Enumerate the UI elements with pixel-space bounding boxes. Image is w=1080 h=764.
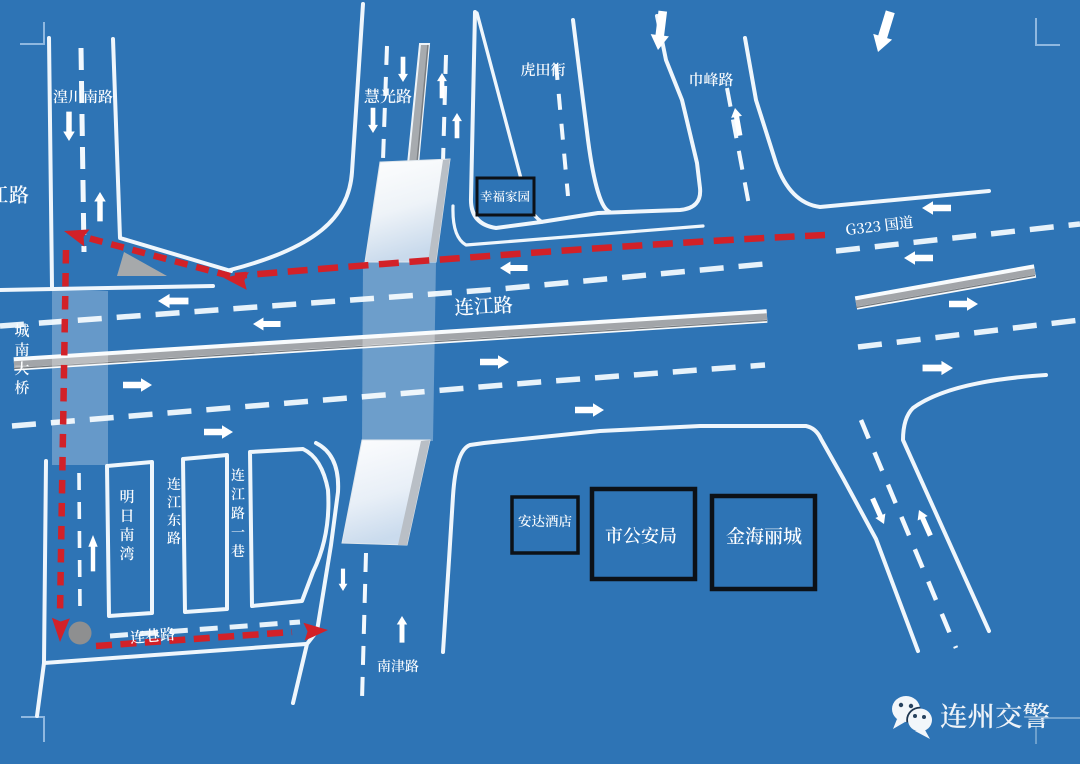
svg-text:安达酒店: 安达酒店 (518, 510, 572, 530)
svg-text:连: 连 (167, 474, 181, 494)
svg-text:慧光路: 慧光路 (364, 84, 412, 107)
svg-text:路: 路 (167, 528, 181, 548)
svg-text:一: 一 (231, 522, 245, 542)
svg-text:南: 南 (14, 339, 29, 360)
svg-text:江: 江 (231, 484, 245, 504)
svg-text:连: 连 (231, 465, 245, 485)
svg-text:连江路: 连江路 (454, 289, 514, 320)
svg-text:市公安局: 市公安局 (605, 522, 677, 548)
svg-text:幸福家园: 幸福家园 (480, 187, 530, 205)
svg-text:大: 大 (14, 358, 29, 379)
svg-text:金海丽城: 金海丽城 (726, 522, 802, 549)
svg-text:路: 路 (9, 179, 29, 208)
svg-text:连州交警: 连州交警 (940, 694, 1050, 734)
svg-text:虎田街: 虎田街 (520, 59, 565, 80)
svg-text:东: 东 (167, 510, 181, 530)
svg-text:巷: 巷 (231, 541, 245, 561)
svg-text:连巷路: 连巷路 (129, 623, 176, 648)
svg-text:南: 南 (119, 524, 134, 545)
svg-text:南津路: 南津路 (377, 656, 419, 676)
svg-text:桥: 桥 (14, 377, 29, 398)
svg-text:湟川南路: 湟川南路 (53, 86, 113, 107)
svg-text:日: 日 (119, 505, 134, 526)
svg-text:巾峰路: 巾峰路 (688, 69, 733, 90)
svg-text:城: 城 (14, 320, 29, 341)
svg-text:湾: 湾 (119, 543, 134, 564)
svg-text:路: 路 (231, 503, 245, 523)
svg-text:明: 明 (119, 486, 134, 507)
svg-text:江: 江 (0, 179, 8, 208)
svg-text:江: 江 (167, 492, 181, 512)
